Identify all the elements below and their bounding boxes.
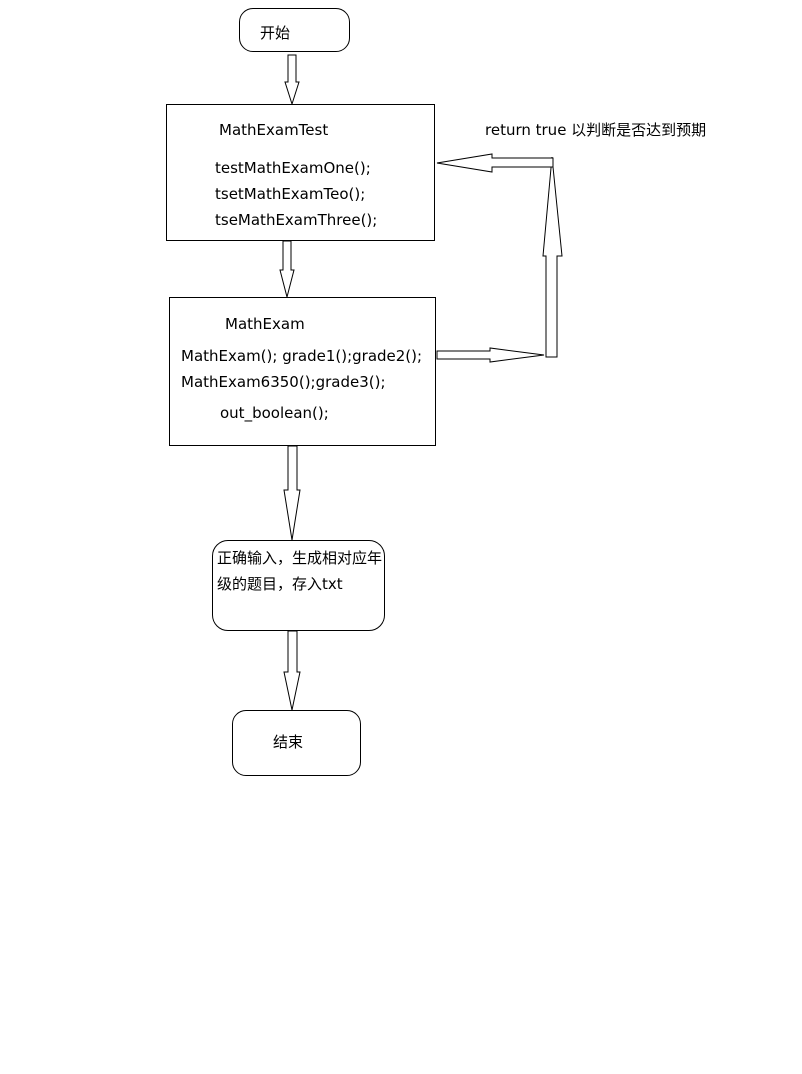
start-label: 开始 <box>260 24 291 42</box>
arrow-start-to-test <box>284 54 300 106</box>
start-node <box>239 8 350 52</box>
arrow-output-to-end <box>283 630 301 711</box>
mathexamtest-box <box>166 104 435 241</box>
arrow-return-up <box>542 156 563 358</box>
return-note: return true 以判断是否达到预期 <box>485 121 707 139</box>
test-method-3: tseMathExamThree(); <box>215 211 378 229</box>
exam-line-3: out_boolean(); <box>220 404 329 422</box>
arrow-exam-to-right <box>436 347 545 363</box>
exam-line-2: MathExam6350();grade3(); <box>181 373 386 391</box>
mathexamtest-title: MathExamTest <box>219 121 329 139</box>
arrow-return-left <box>436 153 554 173</box>
mathexam-box <box>169 297 436 446</box>
arrow-exam-to-output <box>283 445 301 541</box>
test-method-1: testMathExamOne(); <box>215 159 371 177</box>
end-node <box>232 710 361 776</box>
output-line-1: 正确输入，生成相对应年 <box>217 549 383 567</box>
arrow-test-to-exam <box>279 240 295 299</box>
exam-line-1: MathExam(); grade1();grade2(); <box>181 347 423 365</box>
test-method-2: tsetMathExamTeo(); <box>215 185 366 203</box>
output-line-2: 级的题目，存入txt <box>217 575 343 593</box>
end-label: 结束 <box>273 733 304 751</box>
output-node <box>212 540 385 631</box>
mathexam-title: MathExam <box>225 315 305 333</box>
